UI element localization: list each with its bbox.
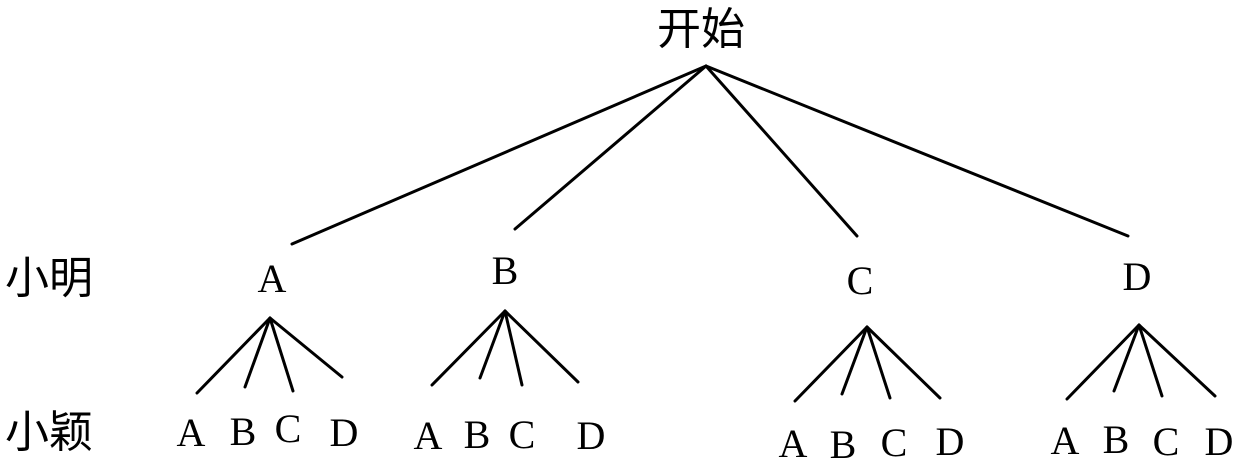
row-label-level2: 小颖 [5, 408, 93, 457]
row-label-level1: 小明 [5, 254, 93, 303]
leaf-D-D: D [1205, 419, 1234, 464]
leaf-A-A: A [177, 410, 206, 455]
leaf-A-D: D [330, 410, 359, 455]
edge-D-to-D [1137, 323, 1217, 398]
subtree-D-edges [1065, 323, 1217, 401]
root-edges [290, 64, 1130, 246]
leaf-B-A: A [414, 413, 443, 458]
leaf-C-A: A [779, 421, 808, 465]
edge-D-to-A [1065, 323, 1141, 401]
edge-B-to-C [503, 309, 524, 387]
edge-A-to-A [195, 316, 272, 395]
level1-node-label-B: B [492, 248, 519, 293]
edge-C-to-D [865, 325, 942, 400]
leaf-C-C: C [881, 420, 908, 465]
edge-B-to-D [503, 309, 580, 384]
level1-node-label-A: A [258, 256, 287, 301]
subtree-C-edges [793, 325, 942, 403]
edge-B-to-A [430, 309, 507, 387]
leaf-D-C: C [1153, 419, 1180, 464]
leaf-D-A: A [1051, 418, 1080, 463]
level1-node-label-C: C [847, 258, 874, 303]
edge-A-to-D [268, 316, 344, 379]
level1-node-label-D: D [1123, 254, 1152, 299]
root-label: 开始 [657, 5, 745, 54]
edge-A-to-B [243, 316, 272, 389]
edge-D-to-C [1137, 323, 1164, 398]
edge-B-to-B [478, 309, 507, 380]
subtree-B-edges [430, 309, 580, 387]
leaf-B-C: C [509, 412, 536, 457]
edge-C-to-A [793, 325, 869, 403]
leaf-A-C: C [275, 406, 302, 451]
edge-D-to-B [1112, 323, 1141, 393]
leaf-B-D: D [577, 413, 606, 458]
leaf-C-D: D [936, 419, 965, 464]
edge-root-to-C [704, 64, 859, 238]
edge-C-to-B [840, 325, 869, 396]
edge-root-to-A [290, 64, 708, 246]
leaf-C-B: B [830, 422, 857, 465]
edge-A-to-C [268, 316, 295, 393]
leaf-A-B: B [230, 409, 257, 454]
subtree-A-edges [195, 316, 344, 395]
edge-C-to-C [865, 325, 892, 400]
leaf-D-B: B [1103, 417, 1130, 462]
edge-root-to-D [704, 64, 1130, 238]
leaf-B-B: B [464, 412, 491, 457]
edge-root-to-B [513, 64, 708, 231]
